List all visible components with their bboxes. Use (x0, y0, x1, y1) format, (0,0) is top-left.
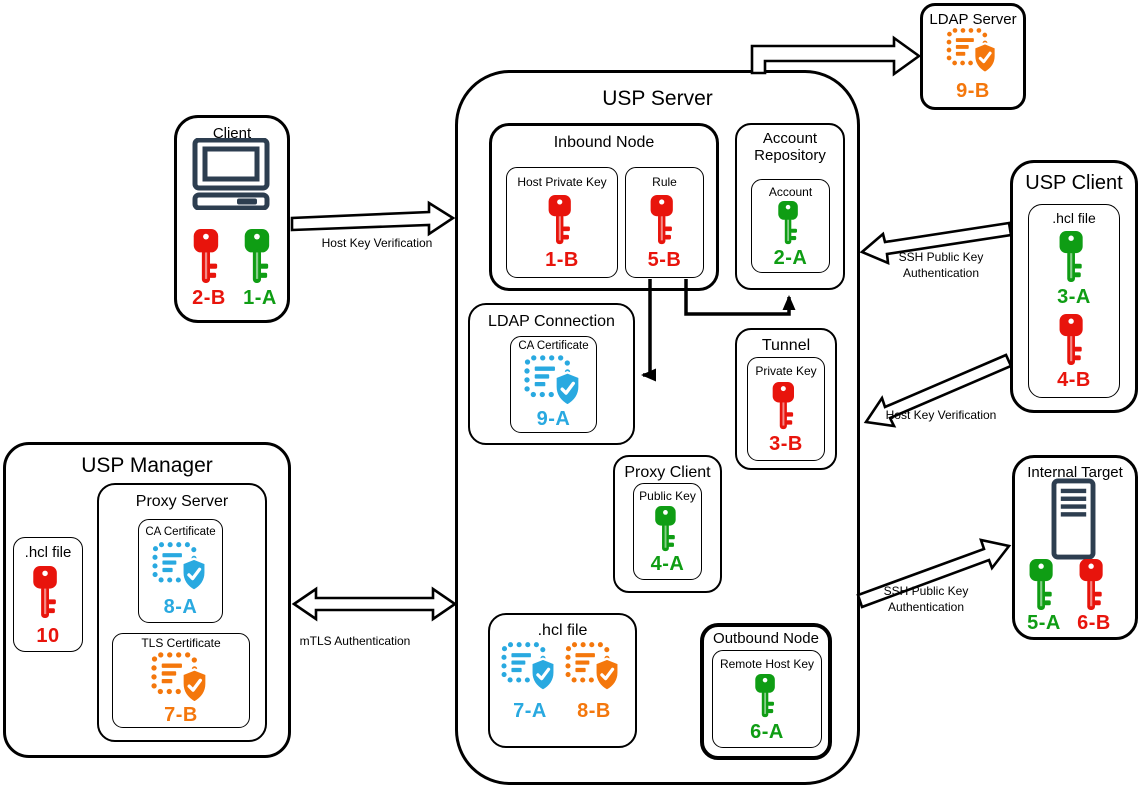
host-key-verification-arrow (290, 200, 456, 237)
rule-value: 5-B (647, 248, 682, 271)
key-icon (653, 506, 683, 552)
manager-key-10-value: 10 (36, 625, 60, 647)
host-key-client-label: Host Key Verification (885, 408, 997, 422)
mtls-arrow (291, 586, 458, 622)
host-key-verification-label: Host Key Verification (321, 236, 433, 250)
ca-certificate-8a-chip: CA Certificate 8-A (138, 519, 223, 623)
account-label: Account (768, 184, 813, 199)
tunnel-title: Tunnel (761, 337, 811, 354)
target-key-6b: 6-B (1069, 559, 1119, 633)
usp-client-key-3a: 3-A (1046, 231, 1102, 307)
usp-client-key-4b-value: 4-B (1057, 369, 1091, 391)
key-icon (191, 229, 227, 284)
ldap-server-cert-9b-value: 9-B (956, 80, 990, 102)
tls-certificate-7b-chip: TLS Certificate 7-B (112, 633, 250, 728)
computer-icon (191, 138, 271, 210)
usp-manager-title: USP Manager (81, 454, 213, 477)
hcl-server-cert-7a-value: 7-A (513, 700, 547, 722)
ca-certificate-9a-value: 9-A (536, 407, 571, 430)
hcl-server-cert-8b-value: 8-B (577, 700, 611, 722)
certificate-icon (150, 651, 212, 705)
key-icon (648, 195, 681, 245)
remote-host-key-value: 6-A (750, 720, 784, 743)
rule-chip: Rule 5-B (625, 167, 704, 278)
inbound-node-title: Inbound Node (553, 134, 655, 151)
remote-host-key-chip: Remote Host Key 6-A (712, 650, 822, 748)
key-icon (1057, 314, 1091, 366)
public-key-value: 4-A (650, 553, 685, 576)
hcl-server-cert-7a: 7-A (499, 641, 561, 721)
usp-client-key-3a-value: 3-A (1057, 286, 1091, 308)
account-value: 2-A (773, 246, 808, 269)
target-key-5a-value: 5-A (1027, 612, 1061, 634)
private-key-label: Private Key (755, 364, 817, 378)
private-key-chip: Private Key 3-B (747, 357, 825, 461)
certificate-icon (151, 541, 211, 593)
target-key-5a: 5-A (1019, 559, 1069, 633)
internal-target-box: Internal Target (1012, 455, 1138, 640)
outbound-node-title: Outbound Node (713, 630, 819, 647)
key-icon (1027, 559, 1061, 611)
key-icon (770, 382, 802, 430)
private-key-value: 3-B (769, 433, 803, 455)
certificate-icon (945, 27, 1001, 75)
tls-certificate-7b-value: 7-B (164, 703, 198, 726)
key-icon (1057, 231, 1091, 283)
remote-host-key-label: Remote Host Key (719, 656, 815, 671)
usp-server-title: USP Server (602, 87, 713, 110)
client-title: Client (212, 125, 252, 142)
public-key-chip: Public Key 4-A (633, 483, 702, 580)
target-key-6b-value: 6-B (1077, 612, 1111, 634)
host-private-key-chip: Host Private Key 1-B (506, 167, 618, 278)
client-key-2b-value: 2-B (192, 287, 226, 309)
key-icon (546, 195, 579, 245)
host-private-key-value: 1-B (545, 248, 579, 271)
ca-certificate-9a-label: CA Certificate (518, 340, 589, 353)
ldap-server-box: LDAP Server (920, 3, 1026, 110)
proxy-client-title: Proxy Client (624, 464, 711, 481)
proxy-server-title: Proxy Server (135, 493, 229, 510)
certificate-icon (523, 354, 585, 408)
key-icon (31, 566, 65, 619)
usp-client-title: USP Client (1025, 172, 1123, 194)
key-icon (242, 229, 278, 284)
server-icon (1051, 478, 1096, 560)
host-private-key-label: Host Private Key (517, 175, 607, 190)
mtls-label: mTLS Authentication (299, 634, 411, 648)
account-repository-title: Account Repository (754, 130, 826, 164)
certificate-icon (564, 641, 624, 693)
ssh-auth-target-label: SSH Public Key Authentication (883, 584, 969, 614)
rule-label: Rule (652, 175, 677, 190)
ldap-connection-title: LDAP Connection (488, 313, 615, 330)
key-icon (1077, 559, 1111, 611)
key-icon (753, 674, 782, 718)
ca-certificate-9a-chip: CA Certificate 9-A (510, 336, 597, 433)
ssh-auth-client-label: SSH Public Key Authentication (898, 250, 984, 280)
internal-target-title: Internal Target (1027, 464, 1123, 481)
client-key-1a: 1-A (237, 229, 283, 308)
hcl-file-manager-title: .hcl file (24, 544, 72, 561)
key-icon (776, 201, 805, 245)
hcl-file-server-title: .hcl file (537, 622, 588, 639)
ldap-server-title: LDAP Server (929, 11, 1017, 28)
hcl-file-client-title: .hcl file (1052, 210, 1096, 226)
account-chip: Account 2-A (751, 179, 830, 273)
certificate-icon (500, 641, 560, 693)
ldap-server-cert-9b: 9-B (943, 27, 1003, 101)
hcl-server-cert-8b: 8-B (563, 641, 625, 721)
manager-key-10: 10 (25, 566, 71, 646)
client-key-2b: 2-B (186, 229, 232, 308)
client-key-1a-value: 1-A (243, 287, 277, 309)
tls-certificate-7b-label: TLS Certificate (141, 636, 221, 651)
usp-client-key-4b: 4-B (1046, 314, 1102, 390)
ca-certificate-8a-value: 8-A (163, 595, 198, 618)
usp-to-ldap-arrow (750, 35, 922, 77)
hcl-file-manager-box: .hcl file (13, 537, 83, 652)
public-key-label: Public Key (639, 488, 696, 503)
ca-certificate-8a-label: CA Certificate (145, 525, 216, 538)
